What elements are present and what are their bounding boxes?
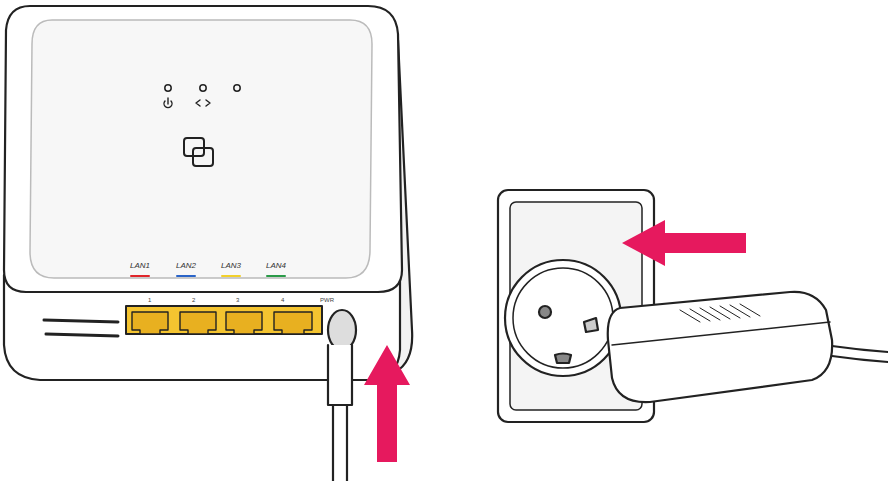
- socket-rim: [513, 268, 613, 368]
- port-number: 1: [148, 297, 151, 303]
- port-color-bar: [221, 275, 241, 277]
- socket: [505, 260, 621, 376]
- port-number: PWR: [320, 297, 334, 303]
- socket-hole: [539, 306, 551, 318]
- led: [200, 85, 206, 91]
- port-label: LAN2: [176, 262, 196, 270]
- arrow: [622, 220, 746, 266]
- earth-pin: [555, 354, 571, 364]
- adapter-edge: [612, 322, 830, 345]
- port-number: 2: [192, 297, 195, 303]
- power-adapter: [608, 292, 832, 402]
- plug: [328, 345, 352, 405]
- device-top-panel: [30, 20, 372, 278]
- lan-ports: [126, 306, 322, 334]
- vent: [44, 320, 118, 336]
- cable: [333, 405, 347, 481]
- port-color-bar: [176, 275, 196, 277]
- port-label: LAN1: [130, 262, 150, 270]
- power-icon: [164, 98, 172, 108]
- device-top: [4, 6, 402, 292]
- port-label: LAN3: [221, 262, 241, 270]
- arrow: [364, 345, 410, 462]
- port-number: 3: [236, 297, 239, 303]
- prong: [584, 318, 598, 332]
- led: [165, 85, 171, 91]
- led: [234, 85, 240, 91]
- adapter-cable: [832, 346, 888, 362]
- link-icon: [196, 100, 210, 106]
- logo: [193, 148, 213, 166]
- port-label: LAN4: [266, 262, 286, 270]
- port-color-bar: [130, 275, 150, 277]
- port-color-bar: [266, 275, 286, 277]
- port-sockets: [132, 312, 312, 334]
- adapter-ribs: [680, 304, 760, 322]
- port-number: 4: [281, 297, 284, 303]
